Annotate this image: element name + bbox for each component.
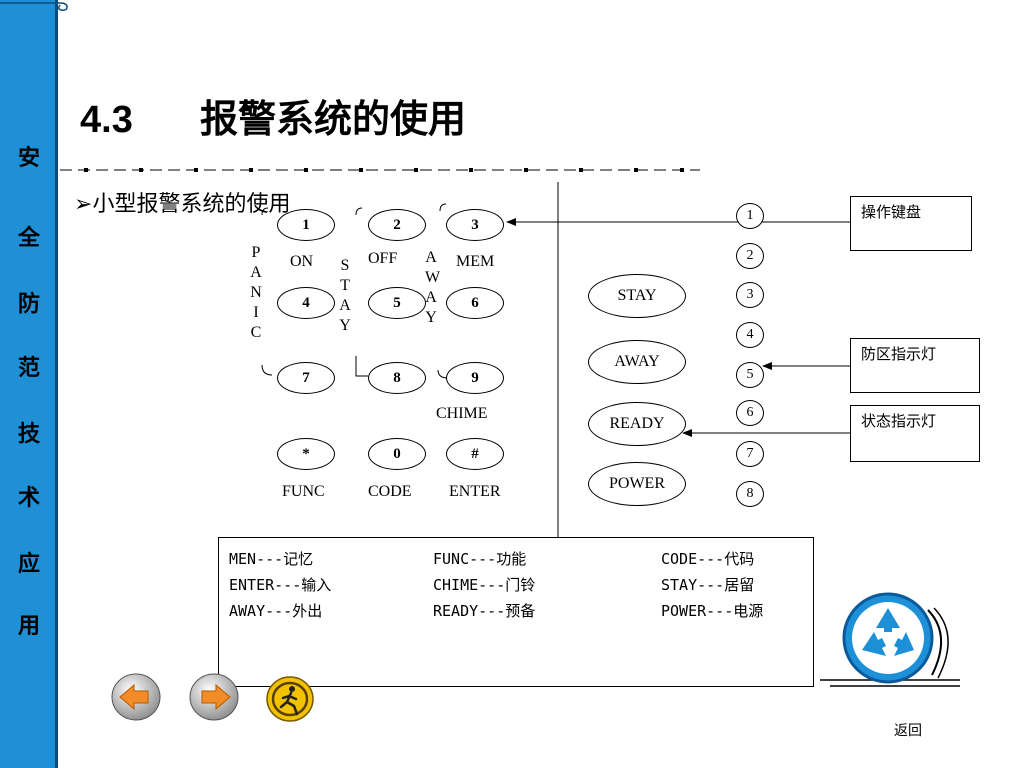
bullet-arrow-icon: ➢ — [74, 192, 93, 217]
zone-light: 1 — [736, 203, 764, 229]
exit-runner-icon[interactable] — [264, 672, 316, 722]
legend-item: FUNC---功能 — [433, 550, 527, 568]
label-mem: MEM — [456, 253, 495, 270]
zone-light: 6 — [736, 400, 764, 426]
arrow-right-icon[interactable] — [188, 672, 240, 722]
section-number: 4.3 — [80, 99, 133, 141]
legend-item: AWAY---外出 — [229, 602, 323, 620]
label-stay: STAY — [339, 257, 351, 334]
zone-light: 8 — [736, 481, 764, 507]
key-6[interactable]: 6 — [446, 287, 504, 319]
page-title: 4.3 报警系统的使用 — [80, 88, 466, 143]
sidebar-char: 范 — [17, 355, 40, 381]
zone-light: 5 — [736, 362, 764, 388]
indicator-stay: STAY — [588, 274, 686, 318]
callout-status-lights: 状态指示灯 — [850, 405, 980, 462]
legend-box: MEN---记忆 FUNC---功能 CODE---代码 ENTER---输入 … — [218, 537, 814, 687]
sidebar-char: 安 — [17, 145, 40, 171]
legend-item: STAY---居留 — [661, 576, 755, 594]
key-1[interactable]: 1 — [277, 209, 335, 241]
section-title: 报警系统的使用 — [200, 99, 467, 141]
indicator-power: POWER — [588, 462, 686, 506]
indicator-ready: READY — [588, 402, 686, 446]
key-0[interactable]: 0 — [368, 438, 426, 470]
key-8[interactable]: 8 — [368, 362, 426, 394]
recycle-icon[interactable] — [820, 580, 960, 700]
subtitle: ➢小型报警系统的使用 — [74, 186, 290, 218]
label-panic: PANIC — [250, 244, 262, 341]
indicator-away: AWAY — [588, 340, 686, 384]
key-hash[interactable]: # — [446, 438, 504, 470]
legend-item: READY---预备 — [433, 602, 536, 620]
label-code: CODE — [368, 483, 412, 500]
key-9[interactable]: 9 — [446, 362, 504, 394]
subtitle-text: 小型报警系统的使用 — [92, 192, 291, 217]
sidebar: 安 全 防 范 技 术 应 用 — [0, 0, 58, 768]
legend-item: ENTER---输入 — [229, 576, 332, 594]
dashed-divider — [60, 168, 700, 172]
zone-light: 2 — [736, 243, 764, 269]
arrow-left-icon[interactable] — [110, 672, 162, 722]
legend-item: CHIME---门铃 — [433, 576, 536, 594]
legend-item: MEN---记忆 — [229, 550, 314, 568]
zone-light: 3 — [736, 282, 764, 308]
label-off: OFF — [368, 250, 398, 267]
label-away: AWAY — [425, 249, 441, 326]
sidebar-char: 术 — [17, 485, 40, 511]
zone-light: 4 — [736, 322, 764, 348]
back-link[interactable]: 返回 — [894, 723, 922, 739]
key-7[interactable]: 7 — [277, 362, 335, 394]
key-4[interactable]: 4 — [277, 287, 335, 319]
label-chime: CHIME — [436, 405, 488, 422]
label-enter: ENTER — [449, 483, 501, 500]
sidebar-char: 防 — [17, 291, 40, 317]
sidebar-char: 全 — [17, 225, 40, 251]
scroll-curl-icon — [0, 2, 68, 11]
sidebar-char: 技 — [17, 421, 40, 447]
key-5[interactable]: 5 — [368, 287, 426, 319]
legend-item: POWER---电源 — [661, 602, 764, 620]
zone-light: 7 — [736, 441, 764, 467]
callout-keyboard: 操作键盘 — [850, 196, 972, 251]
callout-zone-lights: 防区指示灯 — [850, 338, 980, 393]
sidebar-char: 用 — [17, 613, 40, 639]
key-star[interactable]: * — [277, 438, 335, 470]
label-func: FUNC — [282, 483, 325, 500]
sidebar-char: 应 — [17, 551, 40, 577]
label-on: ON — [290, 253, 314, 270]
key-3[interactable]: 3 — [446, 209, 504, 241]
key-2[interactable]: 2 — [368, 209, 426, 241]
legend-item: CODE---代码 — [661, 550, 755, 568]
